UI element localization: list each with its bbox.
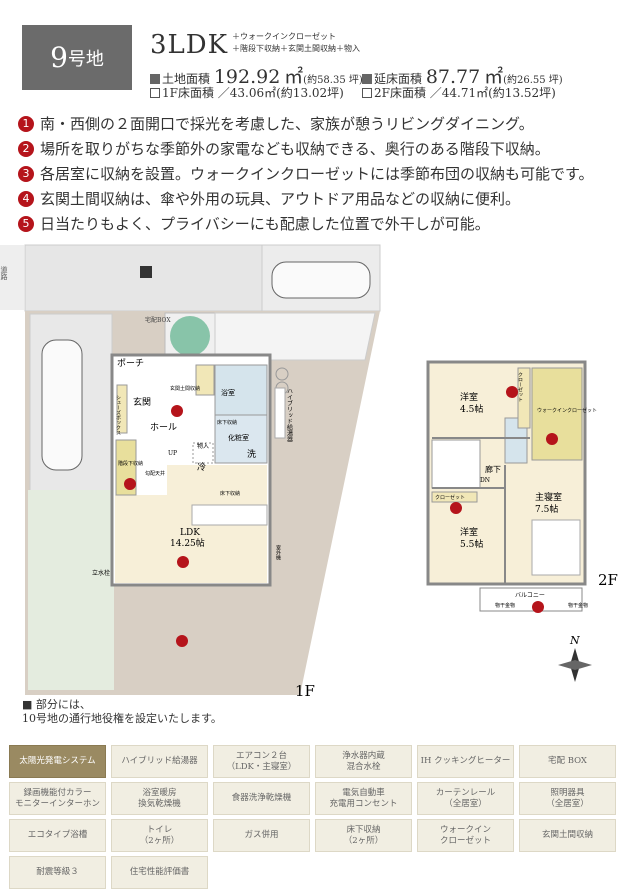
equipment-tag: 食器洗浄乾燥機 (213, 782, 310, 815)
ldk-size: 14.25帖 (170, 537, 205, 549)
bath-label: 浴室 (221, 388, 235, 397)
wic-label: ウォークインクローゼット (537, 407, 597, 414)
plan-extras: ＋ウォークインクローゼット＋階段下収納＋玄関土間収納＋物入 (232, 32, 360, 53)
room1-label: 洋室 (460, 391, 478, 403)
storage-label: 物入 (197, 442, 209, 450)
room2-label: 洋室 (460, 526, 478, 538)
faucet-label: 立水栓 (92, 569, 110, 577)
marker-3 (450, 502, 462, 514)
equipment-tag: カーテンレール （全居室） (417, 782, 514, 815)
marker-2 (124, 478, 136, 490)
floor-plan: 道路 宅配BOX ポーチ 玄関 シューズボックス 玄関土間収納 ホール 浴室 床… (0, 244, 618, 700)
gravel-area (214, 312, 376, 361)
manhole-icon (140, 266, 152, 278)
svg-text:N: N (569, 634, 580, 647)
underfloor-label: 床下収納 (217, 419, 237, 426)
lawn (28, 490, 114, 690)
marker-5 (532, 601, 544, 613)
washer-label: 洗 (247, 448, 256, 460)
washroom-label: 化粧室 (228, 433, 249, 442)
master-size: 7.5帖 (535, 503, 558, 515)
stairs-up-label: UP (168, 450, 177, 457)
marker-3 (506, 386, 518, 398)
bed-icon (531, 519, 581, 576)
hall-label: 廊下 (485, 464, 501, 474)
genkan-storage-label: 玄関土間収納 (170, 385, 200, 392)
floor-2f-label: 2F (598, 571, 618, 589)
master-label: 主寝室 (535, 491, 562, 503)
shoebox-label: シューズボックス (115, 395, 121, 435)
equipment-tag: 耐震等級３ (9, 856, 106, 889)
underfloor2-label: 床下収納 (220, 490, 240, 497)
house-2f: 洋室 4.5帖 クローゼット ウォークインクローゼット 廊下 DN クローゼット… (426, 360, 618, 612)
floor1-area: 1F床面積 ／43.06㎡(約13.02坪) (150, 84, 344, 101)
equipment-tag: 電気自動車 充電用コンセント (315, 782, 412, 815)
closet1-label: クローゼット (517, 372, 523, 402)
stairs-down-label: DN (480, 477, 490, 484)
under-stair-storage-label: 階段下収納 (118, 460, 143, 467)
equipment-tag: ハイブリッド給湯器 (111, 745, 208, 778)
equipment-tag: 住宅性能評価書 (111, 856, 208, 889)
floor2-area: 2F床面積 ／44.71㎡(約13.52坪) (362, 84, 556, 101)
equipment-tag: 玄関土間収納 (519, 819, 616, 852)
equipment-tag: 浴室暖房 換気乾燥機 (111, 782, 208, 815)
ldk-label: LDK (180, 528, 200, 538)
takuhai-label: 宅配BOX (145, 316, 171, 324)
water-heater-label: ハイブリッド給湯器 (286, 388, 293, 443)
marker-4 (171, 405, 183, 417)
compass-icon: N (558, 634, 592, 682)
equipment-tag: 浄水器内蔵 混合水栓 (315, 745, 412, 778)
room1-size: 4.5帖 (460, 403, 483, 415)
equipment-tag: トイレ （2ヶ所） (111, 819, 208, 852)
hall-label: ホール (150, 422, 177, 433)
car-icon (271, 261, 371, 299)
drying-rod-label: 物干金物 (495, 602, 515, 609)
floor-area: 延床面積 87.77 ㎡(約26.55 坪) (362, 62, 563, 89)
equipment-tag: 録画機能付カラー モニターインターホン (9, 782, 106, 815)
closet2-label: クローゼット (435, 494, 465, 501)
sloped-ceiling-label: 勾配天井 (145, 470, 165, 477)
drying-rod-label: 物干金物 (568, 602, 588, 609)
plan-type: 3LDK (150, 30, 229, 60)
land-area: 土地面積 192.92 ㎡(約58.35 坪) (150, 62, 363, 89)
ac-unit-label: 室外機 (275, 544, 281, 561)
porch-label: ポーチ (117, 358, 144, 369)
equipment-tag: 床下収納 （2ヶ所） (315, 819, 412, 852)
marker-3 (546, 433, 558, 445)
fridge-label: 冷 (197, 461, 206, 473)
floor-1f-label: 1F (295, 682, 315, 700)
marker-1 (177, 556, 189, 568)
room2-size: 5.5帖 (460, 538, 483, 550)
marker-5 (176, 635, 188, 647)
equipment-tag: 宅配 BOX (519, 745, 616, 778)
house-1f: ポーチ 玄関 シューズボックス 玄関土間収納 ホール 浴室 床下収納 化粧室 洗… (92, 353, 315, 700)
tree-icon (170, 316, 210, 356)
equipment-tag: 照明器具 （全居室） (519, 782, 616, 815)
balcony-label: バルコニー (515, 592, 545, 599)
equipment-tag: エアコン２台 （LDK・主寝室） (213, 745, 310, 778)
car-icon (41, 339, 83, 471)
genkan-label: 玄関 (133, 396, 151, 408)
road-label: 道路 (0, 265, 8, 281)
equipment-tag: ガス併用 (213, 819, 310, 852)
equipment-tag: IH クッキングヒーター (417, 745, 514, 778)
markers-2f (450, 386, 558, 613)
equipment-tag: エコタイプ浴槽 (9, 819, 106, 852)
markers-1f (124, 405, 189, 647)
equipment-tag: 太陽光発電システム (9, 745, 106, 778)
equipment-tag: ウォークイン クローゼット (417, 819, 514, 852)
easement-note: ■ 部分には、10号地の通行地役権を設定いたします。 (22, 698, 222, 725)
